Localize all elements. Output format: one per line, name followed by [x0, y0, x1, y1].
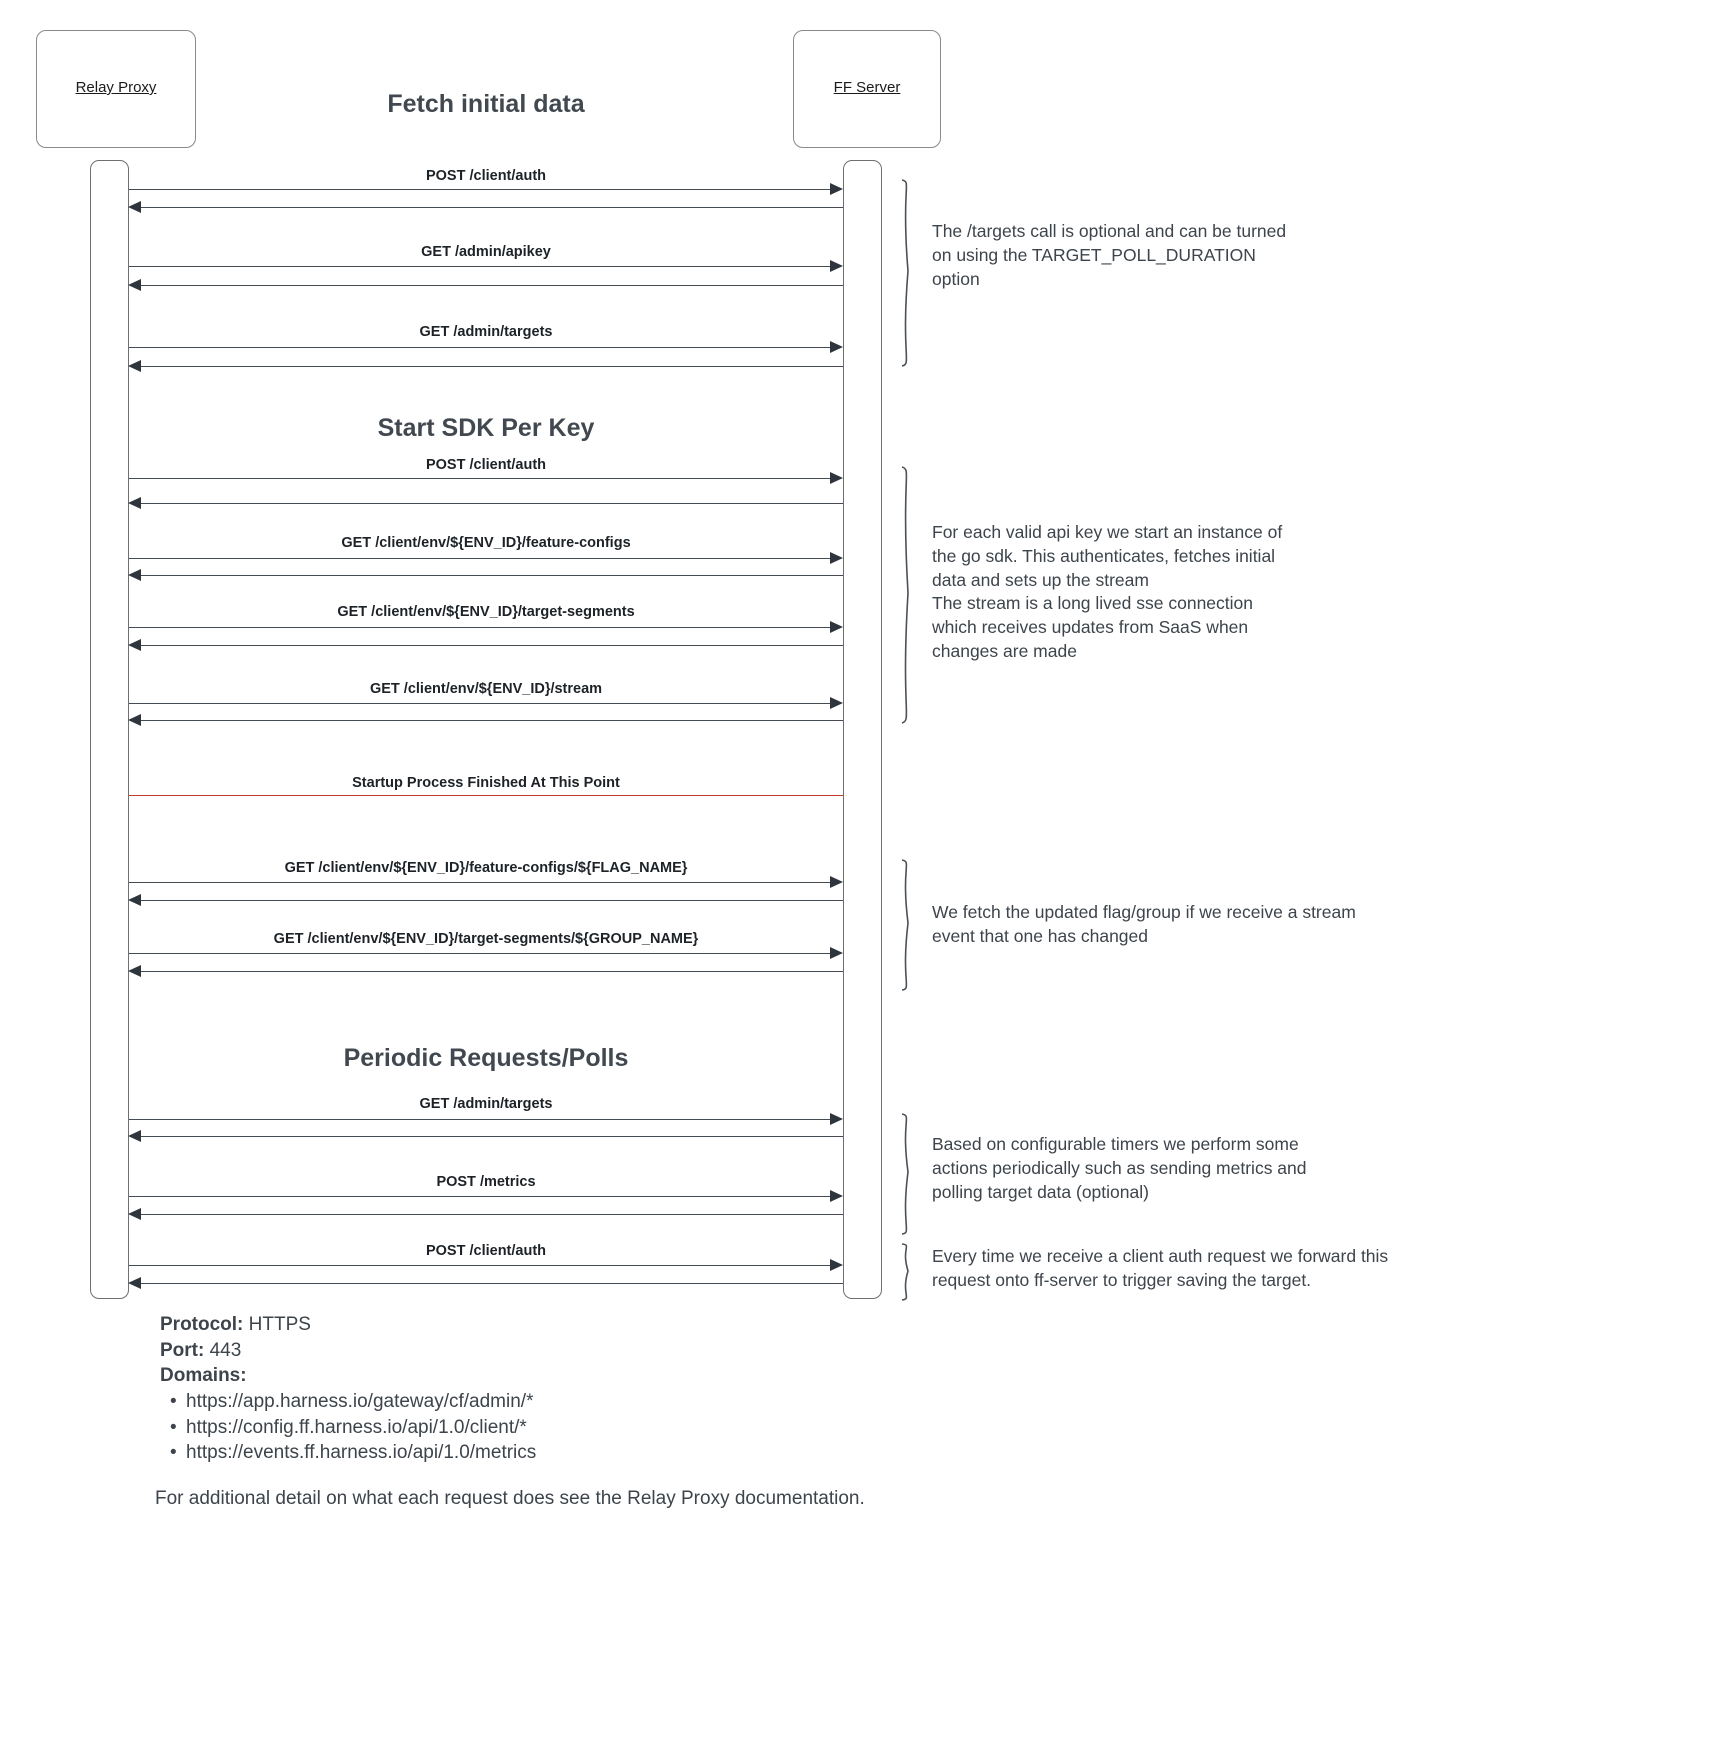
divider-line — [129, 795, 843, 796]
message-label-m11: POST /metrics — [436, 1174, 536, 1190]
footer-port-value: 443 — [209, 1339, 242, 1361]
message-arrowhead-m1-response — [128, 201, 141, 213]
message-arrowhead-m3-response — [128, 360, 141, 372]
message-arrowhead-m11-response — [128, 1208, 141, 1220]
message-arrowhead-m2-request — [830, 260, 843, 272]
section-title-fetch-initial-data: Fetch initial data — [387, 90, 585, 118]
message-arrow-m4-request — [129, 478, 833, 479]
message-arrow-m2-request — [129, 266, 833, 267]
message-arrow-m12-response — [140, 1283, 843, 1284]
message-arrowhead-m2-response — [128, 279, 141, 291]
message-arrowhead-m9-response — [128, 965, 141, 977]
message-arrow-m4-response — [140, 503, 843, 504]
message-arrow-m12-request — [129, 1265, 833, 1266]
message-arrowhead-m10-request — [830, 1113, 843, 1125]
message-arrow-m5-request — [129, 558, 833, 559]
message-arrow-m8-response — [140, 900, 843, 901]
footer-domains-label: Domains: — [160, 1365, 247, 1387]
footer-port-label: Port: — [160, 1339, 205, 1361]
message-arrowhead-m5-response — [128, 569, 141, 581]
message-arrowhead-m3-request — [830, 341, 843, 353]
message-label-m2: GET /admin/apikey — [421, 244, 551, 260]
message-arrowhead-m6-request — [830, 621, 843, 633]
footer-domains-list: https://app.harness.io/gateway/cf/admin/… — [160, 1389, 536, 1466]
message-arrow-m5-response — [140, 575, 843, 576]
message-label-m10: GET /admin/targets — [419, 1096, 553, 1112]
message-arrowhead-m8-request — [830, 876, 843, 888]
message-label-m7: GET /client/env/${ENV_ID}/stream — [369, 681, 603, 697]
message-arrowhead-m12-request — [830, 1259, 843, 1271]
message-arrow-m9-response — [140, 971, 843, 972]
message-arrowhead-m5-request — [830, 552, 843, 564]
message-label-m1: POST /client/auth — [425, 168, 547, 184]
list-item: https://config.ff.harness.io/api/1.0/cli… — [170, 1415, 536, 1441]
actor-box-ff-server[interactable] — [793, 30, 941, 148]
message-arrow-m6-request — [129, 627, 833, 628]
message-arrowhead-m9-request — [830, 947, 843, 959]
footer-protocol-label: Protocol: — [160, 1314, 244, 1335]
message-label-m4: POST /client/auth — [425, 457, 547, 473]
lifeline-relay-proxy — [90, 160, 129, 1299]
note-text-n3: We fetch the updated flag/group if we re… — [932, 902, 1356, 946]
note-brace-n3 — [901, 859, 909, 991]
message-label-m6: GET /client/env/${ENV_ID}/target-segment… — [337, 604, 635, 620]
message-arrow-m10-response — [140, 1136, 843, 1137]
message-label-m12: POST /client/auth — [425, 1243, 547, 1259]
note-brace-n4 — [901, 1113, 909, 1235]
note-text-n2: For each valid api key we start an insta… — [932, 522, 1283, 661]
footer-block: Protocol: HTTPS Port: 443 Domains: https… — [160, 1312, 536, 1466]
message-arrowhead-m10-response — [128, 1130, 141, 1142]
message-arrowhead-m4-response — [128, 497, 141, 509]
note-text-n4: Based on configurable timers we perform … — [932, 1134, 1307, 1202]
list-item: https://app.harness.io/gateway/cf/admin/… — [170, 1389, 536, 1415]
footer-port-row: Port: 443 — [160, 1338, 536, 1364]
list-item: https://events.ff.harness.io/api/1.0/met… — [170, 1440, 536, 1466]
message-label-m8: GET /client/env/${ENV_ID}/feature-config… — [284, 860, 688, 876]
message-arrow-m10-request — [129, 1119, 833, 1120]
note-brace-n2 — [901, 466, 909, 724]
section-title-start-sdk-per-key: Start SDK Per Key — [377, 414, 595, 442]
message-arrowhead-m11-request — [830, 1190, 843, 1202]
actor-box-relay-proxy[interactable] — [36, 30, 196, 148]
actor-label-relay-proxy: Relay Proxy — [75, 79, 157, 96]
message-arrowhead-m8-response — [128, 894, 141, 906]
note-brace-n5 — [901, 1243, 909, 1301]
actor-label-ff-server: FF Server — [833, 79, 901, 96]
message-arrow-m11-request — [129, 1196, 833, 1197]
message-arrowhead-m6-response — [128, 639, 141, 651]
message-arrow-m2-response — [140, 285, 843, 286]
message-arrow-m11-response — [140, 1214, 843, 1215]
message-arrow-m1-request — [129, 189, 833, 190]
note-text-n1: The /targets call is optional and can be… — [932, 221, 1287, 289]
note-text-n5: Every time we receive a client auth requ… — [932, 1246, 1389, 1290]
message-label-m3: GET /admin/targets — [419, 324, 553, 340]
message-arrowhead-m7-response — [128, 714, 141, 726]
message-label-m9: GET /client/env/${ENV_ID}/target-segment… — [273, 931, 699, 947]
message-arrow-m3-request — [129, 347, 833, 348]
message-arrowhead-m1-request — [830, 183, 843, 195]
message-arrow-m7-request — [129, 703, 833, 704]
note-brace-n1 — [901, 179, 909, 367]
message-arrow-m6-response — [140, 645, 843, 646]
message-arrow-m3-response — [140, 366, 843, 367]
message-arrowhead-m7-request — [830, 697, 843, 709]
message-arrow-m7-response — [140, 720, 843, 721]
lifeline-ff-server — [843, 160, 882, 1299]
section-title-periodic-requests: Periodic Requests/Polls — [343, 1044, 629, 1072]
footer-protocol-row: Protocol: HTTPS — [160, 1312, 536, 1338]
message-arrow-m9-request — [129, 953, 833, 954]
message-arrow-m8-request — [129, 882, 833, 883]
message-label-m5: GET /client/env/${ENV_ID}/feature-config… — [341, 535, 631, 551]
message-arrowhead-m12-response — [128, 1277, 141, 1289]
divider-label: Startup Process Finished At This Point — [352, 775, 620, 791]
message-arrow-m1-response — [140, 207, 843, 208]
message-arrowhead-m4-request — [830, 472, 843, 484]
footer-protocol-value: HTTPS — [248, 1314, 311, 1335]
footer-footnote: For additional detail on what each reque… — [155, 1488, 865, 1509]
